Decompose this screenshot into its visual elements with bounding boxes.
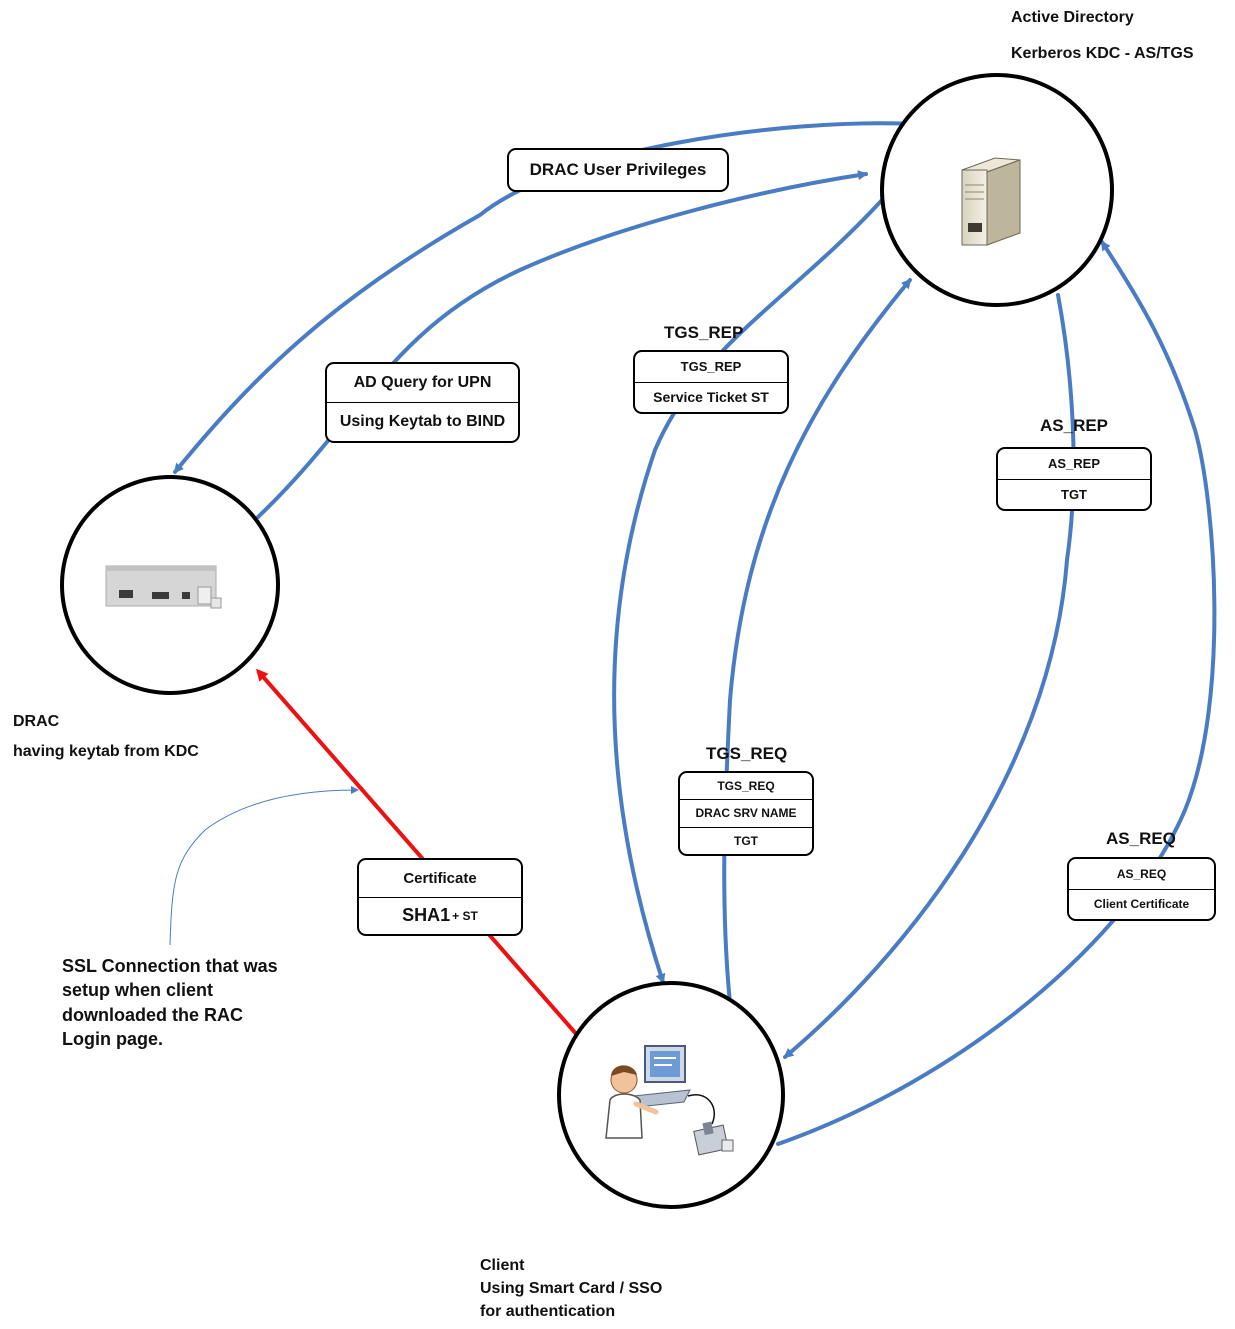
message-ad-query-row2: Using Keytab to BIND — [327, 402, 518, 441]
message-as-rep-title: AS_REP — [1040, 416, 1109, 435]
message-as-req-row2: Client Certificate — [1069, 888, 1214, 920]
message-tgs-req-row1: TGS_REQ — [717, 779, 775, 794]
message-as-req: AS_REQ Client Certificate — [1067, 857, 1216, 921]
message-as-req-title: AS_REQ — [1106, 829, 1176, 848]
message-ad-query-row1: AD Query for UPN — [353, 374, 492, 391]
client-label-line3: for authentication — [480, 1303, 616, 1321]
message-tgs-req-title: TGS_REQ — [706, 744, 788, 763]
message-ad-query: AD Query for UPN Using Keytab to BIND — [325, 362, 520, 443]
ssl-annotation-line: setup when client — [62, 980, 214, 1001]
message-tgs-rep: TGS_REP Service Ticket ST — [633, 350, 789, 414]
message-tgs-req-row2: DRAC SRV NAME — [680, 799, 812, 826]
message-tgs-rep-title: TGS_REP — [664, 323, 744, 342]
kdc-label-line2: Kerberos KDC - AS/TGS — [1011, 45, 1194, 62]
message-certificate-row1: Certificate — [403, 869, 477, 887]
drac-label: DRAC having keytab from KDC — [13, 710, 199, 764]
ssl-annotation-line: SSL Connection that was — [62, 956, 278, 976]
message-tgs-rep-row2: Service Ticket ST — [635, 381, 787, 413]
ssl-annotation-line: Login page. — [62, 1028, 163, 1049]
drac-label-line2: having keytab from KDC — [13, 743, 199, 760]
message-tgs-req: TGS_REQ DRAC SRV NAME TGT — [678, 771, 814, 856]
arrow-as-req — [776, 240, 1217, 1146]
client-label-line2: Using Smart Card / SSO — [480, 1280, 663, 1298]
arrow-tgs-rep — [612, 198, 884, 984]
message-drac-privileges-text: DRAC User Privileges — [529, 160, 707, 179]
client-label: Client Using Smart Card / SSO for authen… — [480, 1254, 662, 1324]
drac-label-line1: DRAC — [13, 713, 60, 730]
arrow-as-rep — [783, 293, 1076, 1059]
message-as-req-row1: AS_REQ — [1116, 866, 1167, 881]
arrow-ad-query — [256, 170, 868, 519]
message-as-rep-row2: TGT — [998, 478, 1150, 510]
message-tgs-req-row3: TGT — [680, 826, 812, 854]
arrow-tgs-req — [722, 278, 912, 1005]
user-computer-icon — [605, 1045, 734, 1156]
message-as-rep: AS_REP TGT — [996, 447, 1152, 511]
kdc-label-line1: Active Directory — [1011, 9, 1134, 26]
message-certificate: Certificate SHA1 + ST — [357, 858, 523, 936]
arrow-certificate — [256, 668, 580, 1038]
message-drac-privileges: DRAC User Privileges — [507, 148, 729, 192]
ssl-annotation: SSL Connection that was setup when clien… — [62, 954, 278, 1051]
server-icon — [961, 157, 1021, 246]
annotation-connector — [169, 786, 359, 946]
message-tgs-rep-row1: TGS_REP — [680, 359, 742, 375]
message-as-rep-row1: AS_REP — [1047, 456, 1101, 472]
message-certificate-suffix: + ST — [452, 908, 478, 923]
client-label-line1: Client — [480, 1257, 525, 1274]
message-certificate-hash: SHA1 — [402, 905, 451, 926]
message-certificate-row2: SHA1 + ST — [359, 896, 521, 935]
kdc-label: Active Directory Kerberos KDC - AS/TGS — [1011, 6, 1194, 66]
drac-card-icon — [105, 565, 222, 609]
ssl-annotation-line: downloaded the RAC — [62, 1004, 243, 1025]
arrow-drac-privileges — [173, 121, 917, 474]
